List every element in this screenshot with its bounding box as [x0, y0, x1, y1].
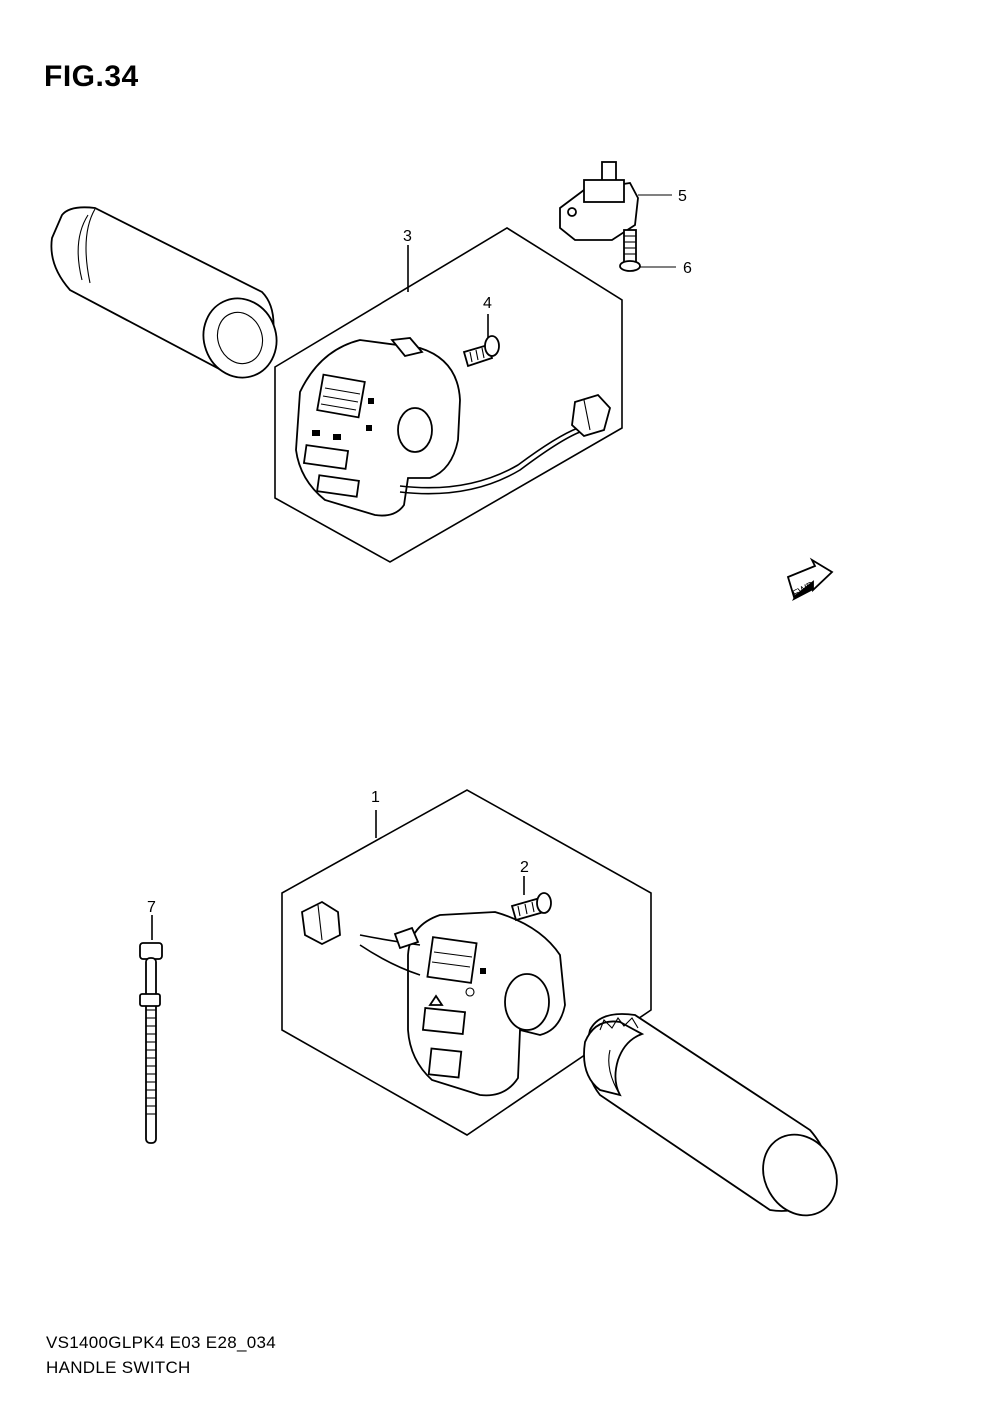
figure-title: FIG.34: [44, 60, 139, 93]
assembly-bracket-lower: [281, 789, 652, 1136]
callout-6: 6: [683, 260, 692, 277]
screw-part-6: [619, 229, 676, 272]
right-handle-switch-housing: [301, 900, 566, 1097]
callout-4: 4: [483, 295, 492, 312]
callout-1: 1: [371, 789, 380, 806]
screw-part-4: [462, 314, 500, 368]
callout-7: 7: [147, 899, 156, 916]
section-name: HANDLE SWITCH: [46, 1358, 191, 1377]
throttle-grip: [583, 1013, 838, 1217]
callout-5: 5: [678, 188, 687, 205]
switch-bracket-part-5: [559, 161, 672, 241]
callout-2: 2: [520, 859, 529, 876]
left-grip: [50, 206, 278, 379]
assembly-bracket-upper: [274, 227, 623, 563]
left-handle-switch-housing: [295, 337, 611, 517]
callout-3: 3: [403, 228, 412, 245]
model-code: VS1400GLPK4 E03 E28_034: [46, 1333, 276, 1352]
forward-direction-arrow: FWD: [786, 557, 834, 601]
cable-tie-part-7: [139, 915, 163, 1144]
screw-part-2: [510, 876, 552, 922]
